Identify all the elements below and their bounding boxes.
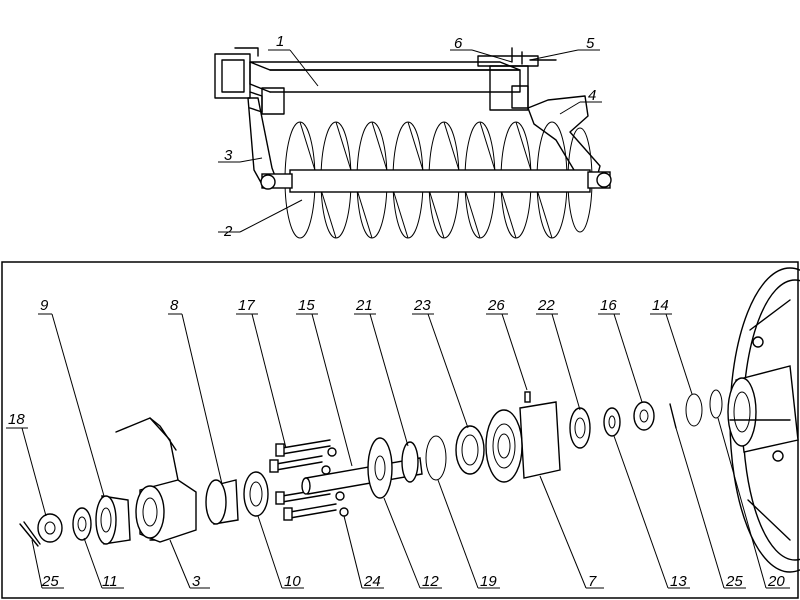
callout-6: 6: [454, 35, 463, 52]
bearing-23: [455, 425, 485, 475]
spiral-wheel: [727, 267, 800, 573]
circlip-20: [709, 389, 723, 419]
ring-14: [685, 393, 703, 427]
washer-11: [72, 507, 92, 541]
callout-22: 22: [537, 297, 555, 314]
callout-21: 21: [355, 297, 373, 314]
bottom-callouts-bottom-row: 25 11 3 10 24 12 19 7 13 25 20: [31, 417, 790, 590]
snap-ring-19: [425, 435, 447, 481]
spacer-21: [401, 441, 419, 483]
bearing-housing-7: [485, 401, 561, 483]
assembled-roller-view: [214, 47, 612, 239]
callout-7: 7: [588, 573, 597, 590]
cone-bushing-9: [95, 495, 131, 545]
flange-12: [367, 437, 393, 499]
bottom-callouts-top-row: 9 8 17 15 21 23 26 22 16 14 18: [6, 297, 693, 517]
callout-26: 26: [487, 297, 505, 314]
castle-nut: [37, 513, 63, 543]
callout-8: 8: [170, 297, 179, 314]
callout-25-right: 25: [725, 573, 743, 590]
callout-20: 20: [767, 573, 785, 590]
right-bracket: [477, 47, 557, 111]
callout-3-top: 3: [224, 147, 233, 164]
callout-17: 17: [238, 297, 255, 314]
callout-13: 13: [670, 573, 687, 590]
callout-16: 16: [600, 297, 617, 314]
right-scraper: [527, 95, 601, 189]
washer-13: [603, 407, 621, 437]
callout-4: 4: [588, 87, 596, 104]
cone-8: [205, 479, 239, 525]
ring-10: [243, 471, 269, 517]
callout-18: 18: [8, 411, 25, 428]
callout-3-bottom: 3: [192, 573, 201, 590]
exploded-view-frame: [1, 261, 799, 599]
top-callouts: 1 2 3 4 5 6: [218, 33, 602, 240]
callout-5: 5: [586, 35, 595, 52]
left-bracket: [214, 47, 285, 115]
callout-19: 19: [480, 573, 497, 590]
arm-with-hub: [115, 417, 197, 543]
callout-1: 1: [276, 33, 284, 50]
bearing-22: [569, 407, 591, 449]
callout-25-left: 25: [41, 573, 59, 590]
grease-fitting-26: [524, 391, 531, 403]
callout-10: 10: [284, 573, 301, 590]
callout-24: 24: [363, 573, 381, 590]
callout-15: 15: [298, 297, 315, 314]
callout-12: 12: [422, 573, 439, 590]
callout-2: 2: [223, 223, 233, 240]
nuts-24: [321, 447, 349, 517]
castle-nut-16: [633, 401, 655, 431]
callout-11: 11: [102, 573, 118, 590]
cotter-pin-left: [19, 521, 41, 547]
callout-23: 23: [413, 297, 431, 314]
callout-9: 9: [40, 297, 49, 314]
cotter-pin-right: [669, 403, 677, 429]
callout-14: 14: [652, 297, 669, 314]
roller-shaft: [260, 169, 612, 193]
exploded-parts: [19, 267, 800, 573]
